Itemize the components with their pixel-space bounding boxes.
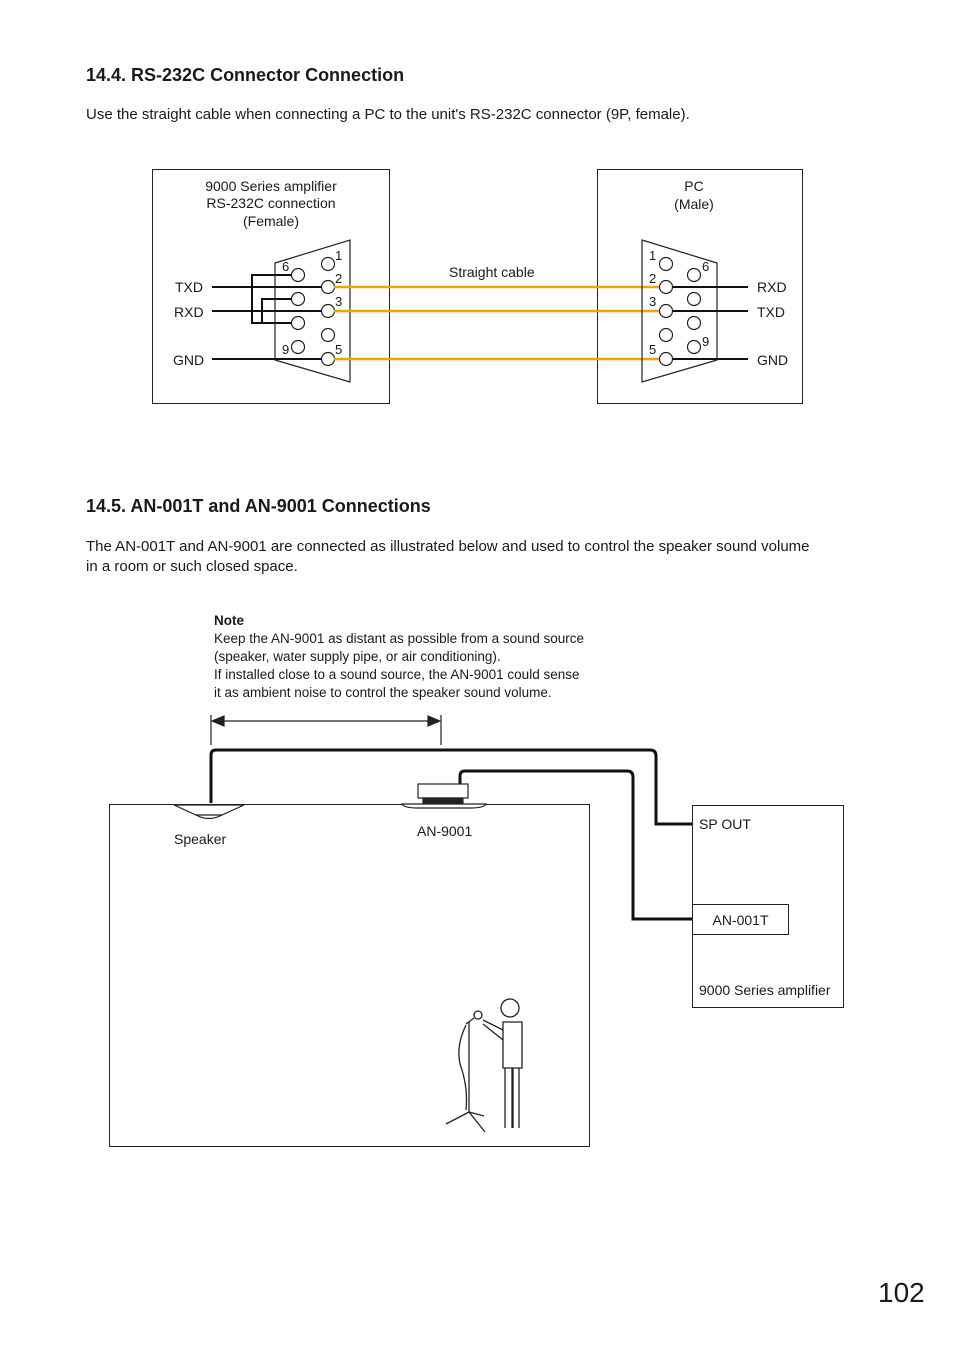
pc-pin-5-label: 5 [649,342,657,357]
amp-txd-label: TXD [175,279,203,295]
pc-txd-label: TXD [757,304,785,320]
pc-pin-8 [686,315,702,331]
amp-pin-9-label: 9 [282,342,290,357]
amp-pin-5-label: 5 [335,342,343,357]
pc-pin-2-label: 2 [649,271,657,286]
intro-line-2: in a room or such closed space. [86,558,298,575]
amp-pin-3-label: 3 [335,294,343,309]
section-heading-an001t: 14.5. AN-001T and AN-9001 Connections [86,496,431,516]
pc-box-line1: PC [684,178,704,194]
note-line-4: it as ambient noise to control the speak… [214,685,552,700]
amp-rxd-label: RXD [174,304,204,320]
pc-rxd-label: RXD [757,279,787,295]
note-line-1: Keep the AN-9001 as distant as possible … [214,631,584,646]
an9001-sensor-icon [401,783,487,809]
person-with-microphone-icon [445,998,523,1133]
pc-pin-7 [686,291,702,307]
pc-box-line2: (Male) [674,196,714,212]
intro-line-1: The AN-001T and AN-9001 are connected as… [86,538,810,555]
sp-out-label: SP OUT [699,816,751,832]
straight-cable-wires [334,285,673,361]
amp-pin-4 [320,327,336,343]
section-intro-rs232c: Use the straight cable when connecting a… [86,106,690,123]
pc-pins [658,256,702,367]
pc-pin-1-label: 1 [649,248,657,263]
amplifier-name-label: 9000 Series amplifier [699,982,831,998]
straight-cable-label: Straight cable [449,264,535,280]
pc-pin-4 [658,327,674,343]
amp-wires [212,274,322,360]
sensor-cable [458,769,692,921]
amp-box-line1: 9000 Series amplifier [205,178,337,194]
amp-pin-6-label: 6 [282,259,290,274]
note-line-3: If installed close to a sound source, th… [214,667,580,682]
speaker-label: Speaker [174,831,227,847]
pc-pin-3-label: 3 [649,294,657,309]
amp-pin-1-label: 1 [335,248,343,263]
note-block: Note Keep the AN-9001 as distant as poss… [214,612,584,702]
amp-pin-1 [320,256,336,272]
an001t-label: AN-001T [712,912,769,928]
note-line-2: (speaker, water supply pipe, or air cond… [214,649,501,664]
pc-wires [672,286,748,360]
speaker-icon [173,804,245,820]
distance-arrow [210,715,442,745]
amp-box-line2: RS-232C connection [206,195,336,211]
amp-gnd-label: GND [173,352,205,368]
amp-dsub-shell [274,239,351,383]
room-outline [109,804,590,1147]
pc-pin-1 [658,256,674,272]
pc-gnd-label: GND [757,352,789,368]
section-heading-rs232c: 14.4. RS-232C Connector Connection [86,65,405,85]
amp-box-line3: (Female) [242,213,299,229]
page-number: 102 [878,1277,925,1308]
note-title: Note [214,613,244,628]
pc-pin-6 [686,267,702,283]
speaker-cable [209,748,692,826]
amp-pin-9 [290,339,306,355]
an9001-label: AN-9001 [417,823,473,839]
pc-pin-9 [686,339,702,355]
section-intro-an001t: The AN-001T and AN-9001 are connected as… [86,537,886,577]
an001t-module-box [692,904,789,935]
pc-pin-6-label: 6 [702,259,710,274]
amp-pin-2-label: 2 [335,271,343,286]
pc-pin-9-label: 9 [702,334,710,349]
